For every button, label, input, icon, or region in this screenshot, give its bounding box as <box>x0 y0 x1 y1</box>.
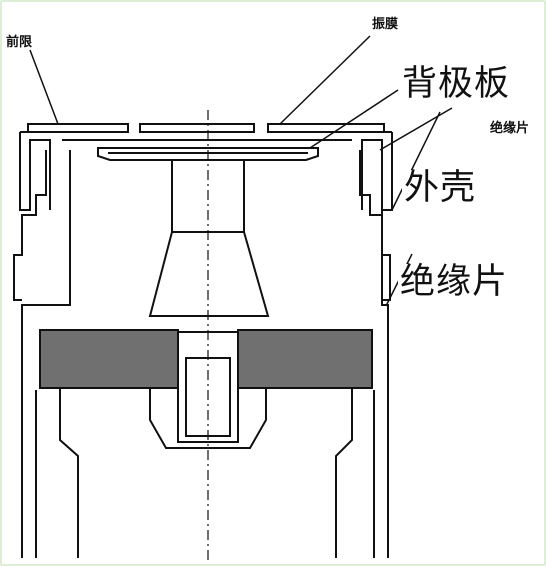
label-front-limit: 前限 <box>6 34 33 50</box>
leader-back-plate <box>309 89 399 149</box>
front-limit-cap-left <box>19 123 129 211</box>
housing-inner-wall <box>35 390 375 558</box>
front-limit-cap-center <box>139 123 255 133</box>
leader-front-limit <box>29 49 59 125</box>
insulator-block-right <box>237 329 373 389</box>
label-back-plate: 背极板 <box>400 64 513 104</box>
label-diaphragm: 振膜 <box>372 16 398 32</box>
central-bore <box>149 330 267 449</box>
back-plate <box>97 147 319 161</box>
housing-side-steps-right <box>359 150 391 301</box>
front-limit-cap-right <box>267 123 393 211</box>
insulator-block-left <box>39 329 179 389</box>
label-insulator-large: 绝缘片 <box>398 262 511 302</box>
central-cone <box>148 231 270 317</box>
leader-insulator-small <box>379 107 453 151</box>
housing-side-steps-left <box>13 150 47 301</box>
leader-diaphragm <box>279 35 371 125</box>
leader-housing <box>391 111 441 211</box>
label-housing: 外壳 <box>402 168 479 208</box>
label-insulator-small: 绝缘片 <box>490 120 529 136</box>
insulator-blocks <box>39 329 373 389</box>
